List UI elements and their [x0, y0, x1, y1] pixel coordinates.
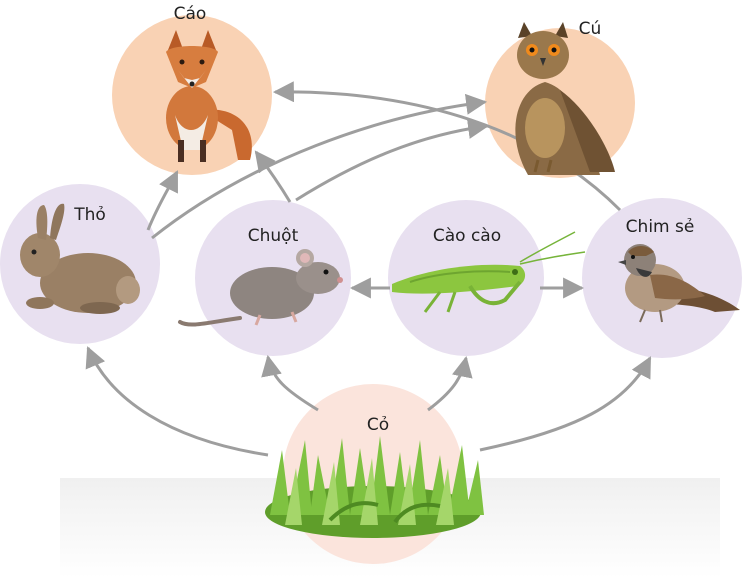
label-owl: Cú: [579, 19, 602, 39]
arrow-grass-sparrow: [479, 356, 652, 452]
arrow-grass-rabbit: [85, 346, 269, 457]
arrows: [85, 81, 652, 457]
label-mouse: Chuột: [248, 226, 299, 246]
arrow-rabbit-fox: [146, 170, 179, 231]
sparrow-icon: [618, 244, 740, 323]
arrow-mouse-owl: [295, 118, 490, 202]
label-fox: Cáo: [174, 4, 207, 24]
fox-icon: [166, 30, 252, 162]
mouse-icon: [178, 249, 343, 327]
rabbit-icon: [20, 203, 140, 314]
arrow-grass-mouse: [261, 354, 319, 412]
arrow-grass-grasshopper: [427, 355, 473, 412]
label-rabbit: Thỏ: [73, 205, 106, 225]
grasshopper-icon: [392, 231, 586, 313]
label-sparrow: Chim sẻ: [626, 217, 695, 237]
owl-icon: [515, 22, 615, 175]
label-grasshopper: Cào cào: [433, 226, 501, 246]
arrow-mouse-fox: [254, 150, 292, 203]
grass-icon: [265, 436, 484, 538]
arrow-rabbit-owl: [151, 93, 488, 240]
label-grass: Cỏ: [367, 415, 389, 435]
arrow-sparrow-fox: [272, 81, 622, 212]
